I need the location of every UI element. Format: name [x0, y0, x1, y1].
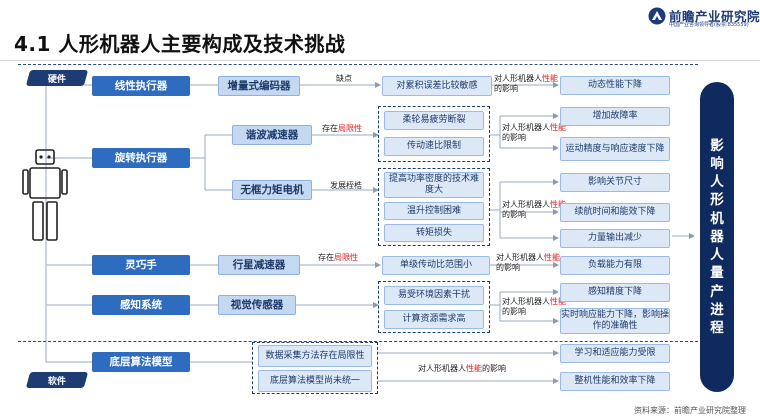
- sub-harmonic-reducer: 谐波减速器: [232, 125, 312, 145]
- impact-label-1: 对人形机器人性能的影响: [494, 74, 558, 93]
- component-dexterous-hand: 灵巧手: [92, 255, 190, 275]
- sensor-problem-group: [378, 281, 490, 333]
- algorithm-problem-group: [252, 342, 378, 394]
- logo-subtitle: 中国产业咨询领导者(股票:835559): [669, 22, 749, 28]
- page-title: 4.1 人形机器人主要构成及技术挑战: [14, 32, 346, 56]
- impact-joint-size: 影响关节尺寸: [560, 173, 670, 192]
- impact-label-2: 对人形机器人性能的影响: [502, 123, 566, 142]
- section-tag-hardware: 硬件: [25, 70, 89, 86]
- problem-flexwheel-fatigue: 柔轮易疲劳断裂: [384, 111, 484, 130]
- problem-model-not-unified: 底层算法模型尚未统一: [258, 370, 372, 392]
- conclusion-bar: 影 响 人 形 机 器 人 量 产 进 程: [700, 82, 734, 392]
- problem-ratio-limit: 传动速比限制: [384, 137, 484, 156]
- impact-motion-precision: 运动精度与响应速度下降: [560, 137, 670, 161]
- problem-environment-interference: 易受环境因素干扰: [384, 286, 484, 305]
- logo: 前瞻产业研究院 中国产业咨询领导者(股票:835559): [648, 5, 760, 29]
- problem-power-density: 提高功率密度的技术难度大: [384, 172, 484, 198]
- sub-frameless-torque-motor: 无框力矩电机: [232, 180, 312, 200]
- edge-label-bottleneck: 发展桎梏: [330, 181, 362, 190]
- title-divider: [0, 60, 760, 61]
- problem-data-collection: 数据采集方法存在局限性: [258, 345, 372, 367]
- impact-overall-efficiency: 整机性能和效率下降: [560, 372, 670, 391]
- section-tag-software: 软件: [25, 372, 89, 388]
- harmonic-problem-group: [378, 106, 490, 162]
- component-linear-actuator: 线性执行器: [92, 76, 190, 96]
- problem-cumulative-error: 对累积误差比较敏感: [382, 76, 492, 96]
- hardware-top-divider: [18, 64, 698, 65]
- impact-label-4: 对人形机器人性能的影响: [496, 253, 560, 272]
- software-divider: [18, 341, 698, 342]
- edge-label-defect: 缺点: [336, 74, 352, 83]
- impact-realtime-response: 实时响应能力下降，影响操作的准确性: [560, 308, 670, 334]
- impact-learning-adaptation: 学习和适应能力受限: [560, 344, 670, 363]
- impact-label-6: 对人形机器人性能的影响: [418, 364, 506, 373]
- impact-dynamic-performance: 动态性能下降: [560, 76, 670, 95]
- edge-label-limitation-2: 存在局限性: [318, 253, 358, 262]
- sub-visual-sensor: 视觉传感器: [218, 295, 296, 315]
- robot-icon: [22, 149, 68, 241]
- component-algorithm-model: 底层算法模型: [92, 352, 190, 372]
- impact-label-3: 对人形机器人性能的影响: [502, 200, 566, 219]
- problem-torque-loss: 转矩损失: [384, 224, 484, 242]
- sub-incremental-encoder: 增量式编码器: [218, 76, 300, 96]
- impact-endurance: 续航时间和能效下降: [560, 203, 670, 222]
- problem-compute-demand: 计算资源需求高: [384, 310, 484, 329]
- component-perception-system: 感知系统: [92, 295, 190, 315]
- logo-icon: [648, 7, 666, 25]
- sub-planetary-reducer: 行星减速器: [218, 255, 300, 275]
- problem-temperature-control: 温升控制困难: [384, 202, 484, 220]
- impact-perception-precision: 感知精度下降: [560, 283, 670, 302]
- motor-problem-group: [378, 168, 490, 246]
- component-rotary-actuator: 旋转执行器: [92, 148, 190, 168]
- source-note: 资料来源：前瞻产业研究院整理: [634, 406, 746, 415]
- logo-name: 前瞻产业研究院: [669, 9, 760, 24]
- impact-failure-rate: 增加故障率: [560, 107, 670, 126]
- problem-single-stage-ratio: 单级传动比范围小: [382, 256, 490, 275]
- edge-label-limitation-1: 存在局限性: [322, 124, 362, 133]
- impact-label-5: 对人形机器人性能的影响: [502, 297, 566, 316]
- impact-load-capacity: 负载能力有限: [560, 256, 670, 275]
- impact-power-output: 力量输出减少: [560, 229, 670, 248]
